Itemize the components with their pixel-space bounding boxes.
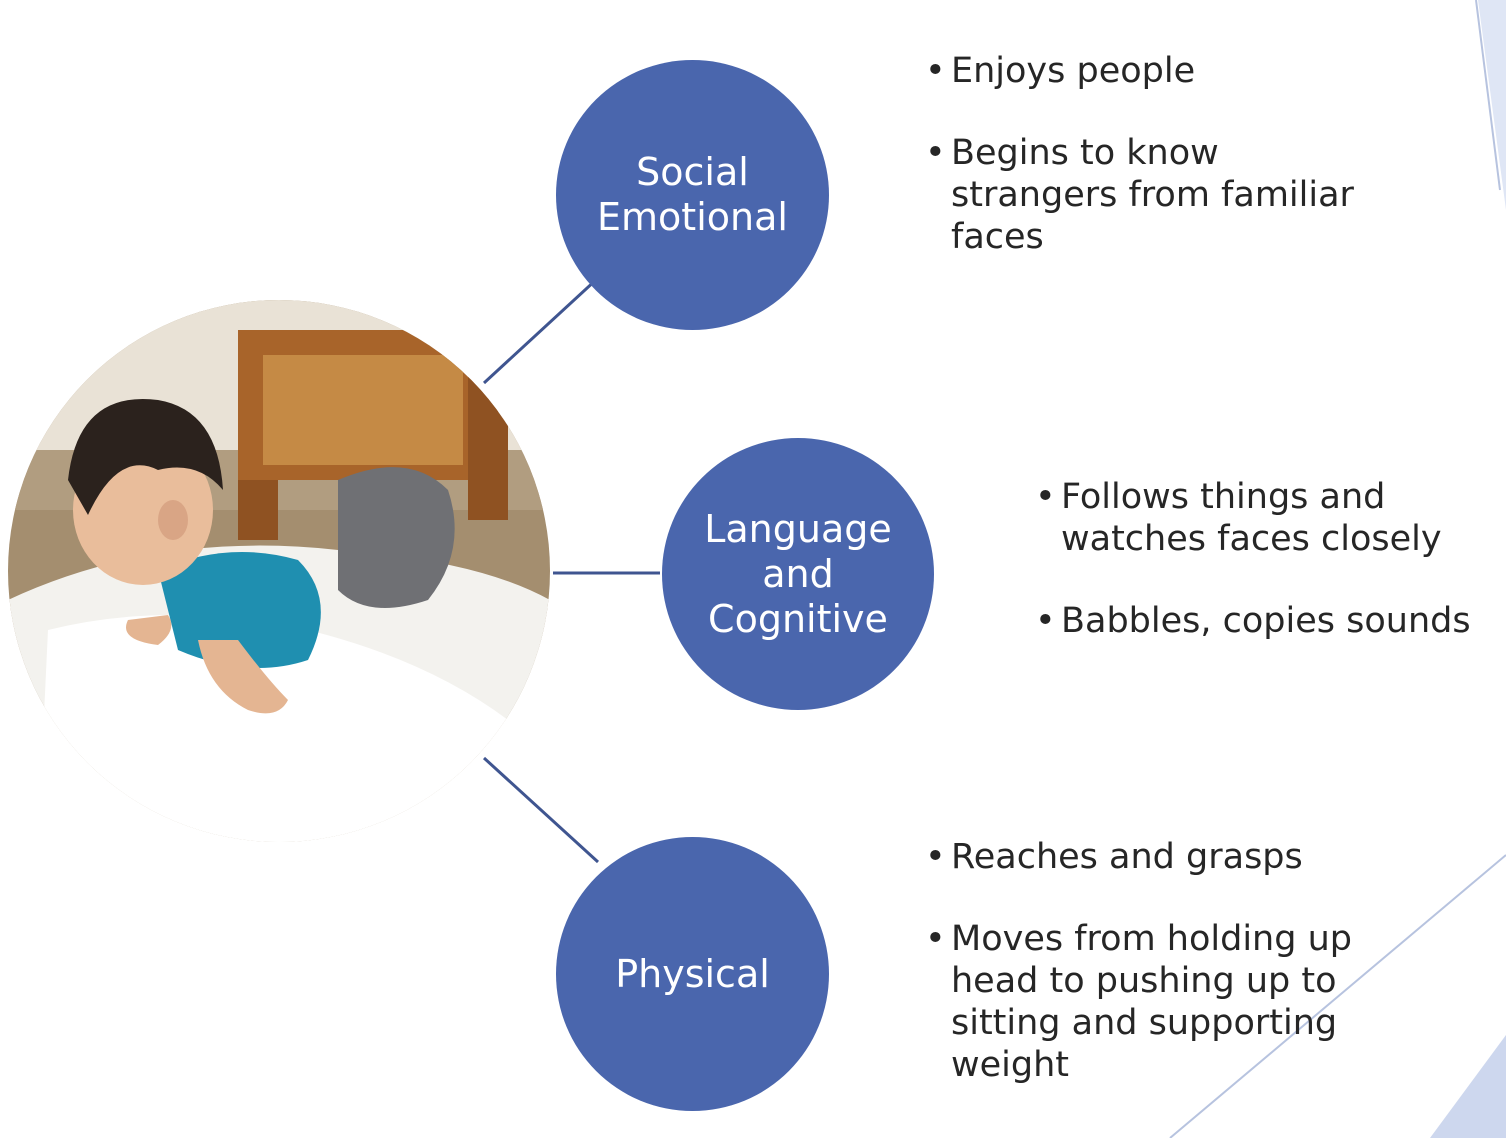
connector-social bbox=[482, 276, 600, 385]
node-social-emotional: Social Emotional bbox=[556, 60, 829, 330]
milestone-item: Follows things and watches faces closely bbox=[1035, 476, 1481, 560]
top-right-accent-line bbox=[1475, 0, 1501, 191]
milestone-item: Begins to know strangers from familiar f… bbox=[925, 132, 1381, 258]
node-label-line: Language bbox=[704, 506, 892, 551]
node-label-line: Cognitive bbox=[708, 596, 888, 641]
node-physical: Physical bbox=[556, 837, 829, 1111]
milestone-item: Reaches and grasps bbox=[925, 836, 1395, 878]
node-label-line: Emotional bbox=[597, 195, 788, 239]
node-label-line: Physical bbox=[615, 951, 770, 996]
milestones-language-cognitive: Follows things and watches faces closely… bbox=[1035, 476, 1505, 642]
milestone-item: Moves from holding up head to pushing up… bbox=[925, 918, 1391, 1086]
node-language-cognitive: Language and Cognitive bbox=[662, 438, 934, 710]
milestones-social-emotional: Enjoys people Begins to know strangers f… bbox=[925, 50, 1395, 258]
bottom-right-accent-shape bbox=[1430, 1035, 1506, 1138]
node-label-line: and bbox=[762, 551, 834, 596]
connector-physical bbox=[482, 756, 600, 864]
baby-photo bbox=[8, 300, 550, 842]
milestone-item: Babbles, copies sounds bbox=[1035, 600, 1505, 642]
milestones-physical: Reaches and grasps Moves from holding up… bbox=[925, 836, 1395, 1086]
node-label-line: Social bbox=[636, 150, 749, 194]
top-right-accent-shape bbox=[1478, 0, 1506, 210]
milestone-item: Enjoys people bbox=[925, 50, 1395, 92]
